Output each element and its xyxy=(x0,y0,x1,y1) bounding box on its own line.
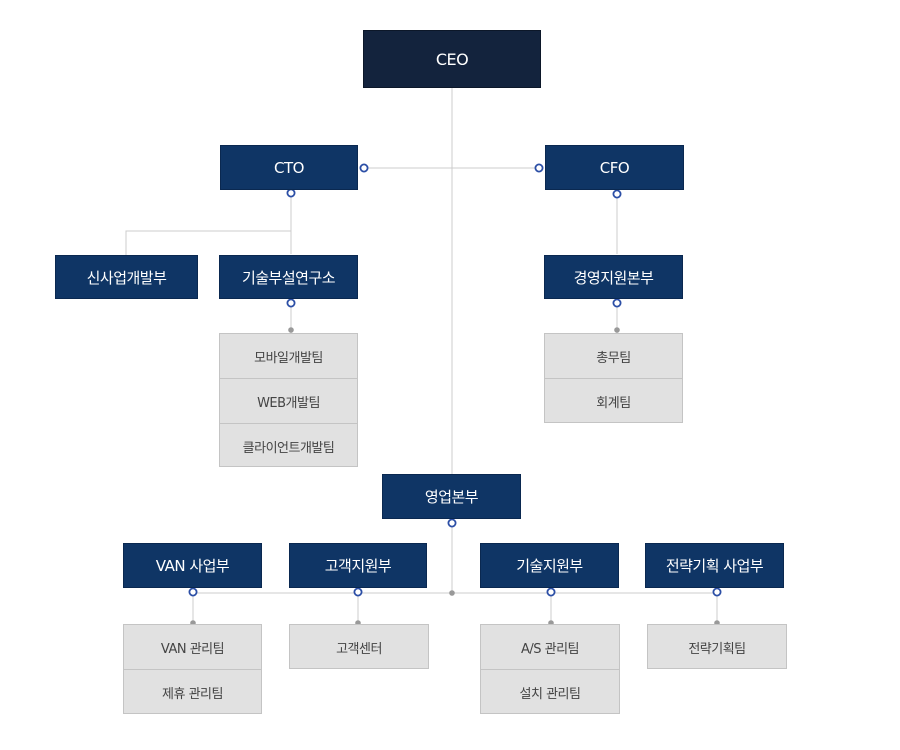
customer-team-list: 고객센터 xyxy=(289,624,429,669)
team-item: 제휴 관리팀 xyxy=(162,686,223,702)
team-item: 설치 관리팀 xyxy=(519,686,581,702)
team-item: WEB개발팀 xyxy=(220,379,357,424)
tech-support-box: 기술지원부 xyxy=(480,543,619,588)
team-item: VAN 관리팀 xyxy=(124,625,261,670)
van-team-list: VAN 관리팀 제휴 관리팀 xyxy=(123,624,262,714)
van-business-box: VAN 사업부 xyxy=(123,543,262,588)
connector-ring xyxy=(612,189,622,199)
connector-ring xyxy=(534,163,544,173)
connector-ring xyxy=(546,587,556,597)
connector-ring xyxy=(286,188,296,198)
cto-box: CTO xyxy=(220,145,358,190)
tech-support-team-list: A/S 관리팀 설치 관리팀 xyxy=(480,624,620,714)
new-business-dept-box: 신사업개발부 xyxy=(55,255,198,299)
strategy-business-box: 전략기획 사업부 xyxy=(645,543,784,588)
connector-dot xyxy=(288,327,294,333)
connector-dot xyxy=(614,327,620,333)
connector-dot xyxy=(449,590,455,596)
sales-hq-box: 영업본부 xyxy=(382,474,521,519)
team-item: 클라이언트개발팀 xyxy=(242,440,335,456)
team-item: 총무팀 xyxy=(545,334,682,379)
team-item: A/S 관리팀 xyxy=(481,625,619,670)
connector-ring xyxy=(612,298,622,308)
connector-ring xyxy=(359,163,369,173)
strategy-team-list: 전략기획팀 xyxy=(647,624,787,669)
team-item: 고객센터 xyxy=(336,641,382,657)
team-item: 모바일개발팀 xyxy=(220,334,357,379)
cfo-box: CFO xyxy=(545,145,684,190)
team-item: 전략기획팀 xyxy=(688,641,746,657)
connector-ring xyxy=(353,587,363,597)
connector-ring xyxy=(286,298,296,308)
ceo-box: CEO xyxy=(363,30,541,88)
connector-ring xyxy=(447,518,457,528)
connector-ring xyxy=(188,587,198,597)
connector-line xyxy=(125,230,291,255)
tech-lab-box: 기술부설연구소 xyxy=(219,255,358,299)
mgmt-support-box: 경영지원본부 xyxy=(544,255,683,299)
customer-support-box: 고객지원부 xyxy=(289,543,427,588)
mgmt-team-list: 총무팀 회계팀 xyxy=(544,333,683,423)
tech-lab-team-list: 모바일개발팀 WEB개발팀 클라이언트개발팀 xyxy=(219,333,358,467)
team-item: 회계팀 xyxy=(596,395,631,411)
connector-ring xyxy=(712,587,722,597)
